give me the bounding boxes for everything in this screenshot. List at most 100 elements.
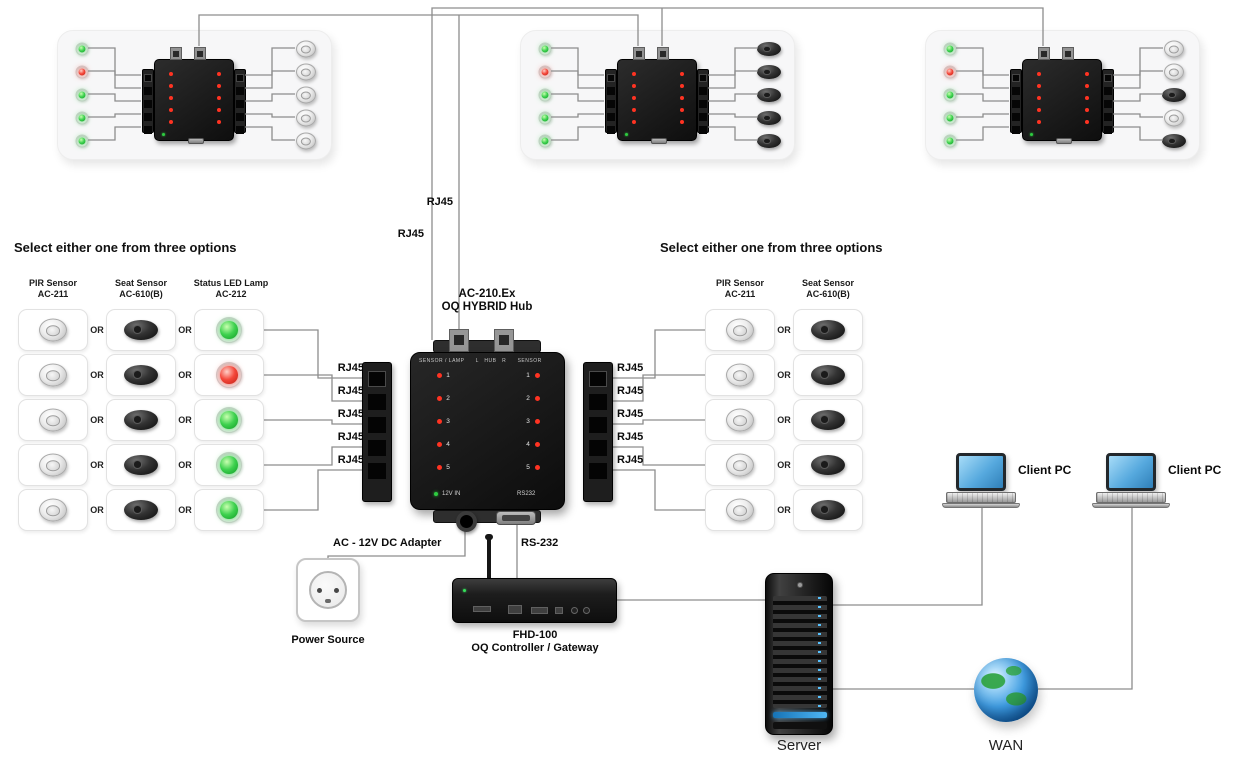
pir-sensor [39, 498, 67, 522]
or-label: OR [178, 460, 192, 470]
status-led-lamp [943, 88, 957, 102]
or-label: OR [90, 505, 104, 515]
header-line1: Seat Sensor [801, 278, 855, 288]
seat-sensor [124, 320, 158, 340]
column-header: Seat Sensor AC-610(B) [101, 278, 181, 300]
hybrid-hub-body: SENSOR / LAMP L HUB R SENSOR 1 2 3 4 5 1… [410, 352, 565, 510]
pir-sensor [39, 408, 67, 432]
cable [245, 113, 295, 118]
hub-power-led [1030, 133, 1033, 136]
port-strip [605, 69, 617, 133]
wan-label: WAN [988, 737, 1024, 754]
rj45-label: RJ45 [337, 385, 364, 397]
cable [551, 93, 604, 102]
power-source-outlet [296, 558, 360, 622]
cable [1113, 126, 1163, 141]
hub-model: AC-210.Ex [458, 288, 516, 300]
rj45-label: RJ45 [617, 454, 644, 466]
hub-serial-label: RS232 [517, 491, 536, 497]
cable [88, 126, 141, 141]
header-line2: AC-610(B) [806, 289, 850, 299]
cable [956, 70, 1009, 89]
rj45-port-icon [633, 47, 645, 60]
cable [264, 329, 366, 379]
cable [1113, 113, 1163, 118]
status-led-lamp [75, 42, 89, 56]
cable [551, 113, 604, 118]
controller-name-label: FHD-100 [512, 629, 558, 641]
column-header: PIR Sensor AC-211 [13, 278, 93, 300]
cable [264, 374, 366, 402]
client-pc-screen [1106, 453, 1156, 491]
status-led-lamp [75, 88, 89, 102]
av-jack-icon [583, 607, 590, 614]
server-tower [765, 573, 833, 735]
cable [609, 446, 705, 466]
column-header: PIR Sensor AC-211 [700, 278, 780, 300]
power-source-label: Power Source [291, 634, 365, 646]
occupancy-sensor [757, 134, 781, 148]
right-group-title: Select either one from three options [660, 240, 883, 255]
outlet-pin-hole [317, 588, 322, 593]
sd-slot-icon [473, 606, 491, 612]
rj45-port-icon [1038, 47, 1050, 60]
usb-port-icon [508, 605, 522, 614]
rj45-label: RJ45 [337, 431, 364, 443]
rj45-label: RJ45 [617, 362, 644, 374]
lan-port-icon [555, 607, 563, 614]
or-label: OR [777, 505, 791, 515]
cable [956, 126, 1009, 141]
rj45-ports-icon [607, 74, 615, 82]
seat-sensor [811, 320, 845, 340]
status-led-lamp [538, 42, 552, 56]
client-pc-label: Client PC [1018, 463, 1072, 477]
client-pc-keyboard [946, 492, 1016, 503]
or-label: OR [90, 325, 104, 335]
rj45-ports-icon [236, 74, 244, 82]
rj45-port-icon [657, 47, 669, 60]
option-cell [705, 444, 775, 486]
controller-desc-label: OQ Controller / Gateway [471, 642, 599, 654]
rj45-ports-icon [1104, 74, 1112, 82]
hub-power-led [625, 133, 628, 136]
rj45-label: RJ45 [426, 196, 453, 208]
hub-power-led [434, 492, 438, 496]
cable [833, 508, 983, 606]
hub-power-led [162, 133, 165, 136]
outlet-ground-slot [325, 599, 331, 603]
cable [88, 47, 141, 76]
hub-title: AC-210.Ex OQ HYBRID Hub [407, 288, 567, 314]
status-led-lamp [943, 42, 957, 56]
occupancy-sensor [757, 42, 781, 56]
column-header: Seat Sensor AC-610(B) [786, 278, 870, 300]
serial-connector-icon [651, 138, 667, 144]
occupancy-sensor [1164, 40, 1184, 58]
status-led-lamp [538, 88, 552, 102]
zone-hub-body [617, 59, 697, 141]
rs232-connector-icon [496, 511, 536, 525]
or-label: OR [90, 460, 104, 470]
header-line2: AC-212 [215, 289, 247, 299]
or-label: OR [777, 415, 791, 425]
server-status-band [773, 712, 827, 718]
seat-sensor [124, 500, 158, 520]
seat-sensor [811, 410, 845, 430]
hub-led-column [1037, 72, 1041, 76]
header-line1: PIR Sensor [28, 278, 77, 288]
rj45-label: RJ45 [617, 408, 644, 420]
hub-faceplate-label: SENSOR / LAMP L HUB R SENSOR [419, 358, 542, 364]
cable [88, 113, 141, 118]
occupancy-sensor [757, 65, 781, 79]
status-led-lamp [216, 497, 242, 523]
cable [708, 70, 758, 89]
server-power-button [797, 582, 803, 588]
zone-panel-1 [57, 30, 332, 160]
seat-sensor [124, 410, 158, 430]
seat-sensor [811, 500, 845, 520]
cable [264, 446, 366, 466]
rj45-port-icon [449, 329, 469, 352]
av-jack-icon [571, 607, 578, 614]
server-base [773, 722, 827, 729]
rj45-port-icon [494, 329, 514, 352]
